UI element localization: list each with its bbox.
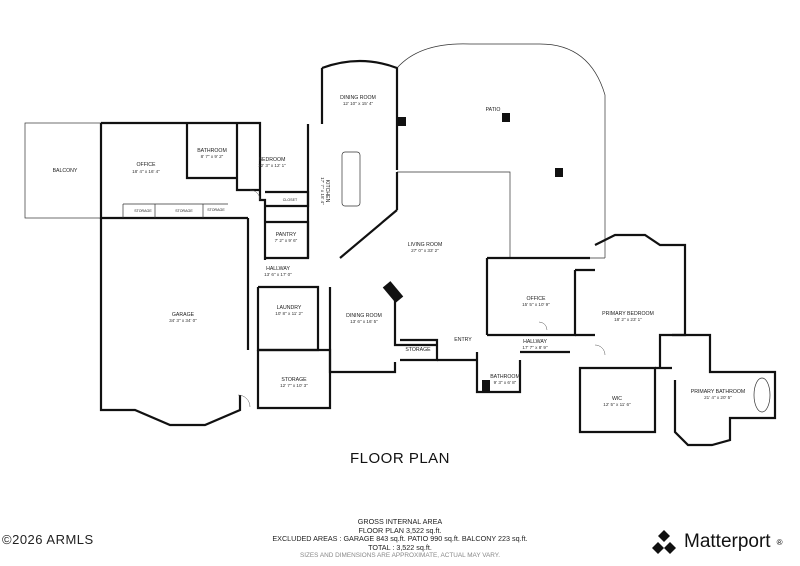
door-arc-3: [538, 321, 548, 331]
wall-entry: [437, 350, 570, 394]
wall-living: [395, 172, 590, 335]
wall-dining2: [328, 287, 437, 374]
room-label-storage-right: STORAGE: [207, 208, 225, 212]
area-total: TOTAL : 3,522 sq.ft.: [368, 542, 432, 552]
area-floor-plan: FLOOR PLAN 3,522 sq.ft.: [358, 525, 442, 535]
room-label-bathroom-1: BATHROOM: [197, 148, 227, 154]
room-label-hallway-2: HALLWAY: [523, 339, 547, 345]
column: [555, 168, 563, 177]
brand: Matterport ®: [650, 528, 783, 556]
room-label-storage-3: STORAGE: [405, 347, 431, 353]
wall-storage-small: [400, 338, 439, 362]
room-label-storage-strip: STORAGE: [175, 209, 193, 213]
room-dims-hallway-1: 13' 6" x 17' 0": [264, 272, 292, 277]
room-label-storage-left: STORAGE: [134, 209, 152, 213]
room-label-garage: GARAGE: [172, 312, 195, 318]
room-dims-pantry: 7' 2" x 9' 6": [275, 238, 298, 243]
wall-storage: [256, 348, 332, 410]
room-label-patio: PATIO: [486, 107, 501, 113]
room-dims-living: 27' 0" x 33' 2": [411, 248, 439, 253]
room-dims-garage: 34' 3" x 34' 0": [169, 318, 197, 323]
room-dims-kitchen: 17' 7" x 18' 4": [320, 177, 325, 205]
room-label-wic: WIC: [612, 396, 622, 402]
area-summary: GROSS INTERNAL AREA FLOOR PLAN 3,522 sq.…: [200, 517, 600, 561]
door-arc-4: [594, 344, 606, 356]
area-heading: GROSS INTERNAL AREA: [357, 517, 443, 526]
room-label-entry: ENTRY: [454, 337, 472, 343]
wall-storage-strip: [122, 203, 228, 218]
wall-primary-bath: [655, 333, 777, 447]
room-dims-dining-2: 13' 6" x 16' 5": [350, 319, 378, 324]
room-dims-primary-bathroom: 21' 4" x 20' 5": [704, 395, 732, 400]
room-label-pantry: PANTRY: [276, 232, 297, 238]
area-excluded: EXCLUDED AREAS : GARAGE 843 sq.ft. PATIO…: [272, 534, 528, 544]
wall-office-block: [99, 121, 267, 260]
room-label-dining-1: DINING ROOM: [340, 95, 376, 101]
column: [502, 113, 510, 122]
room-label-dining-2: DINING ROOM: [346, 313, 382, 319]
bathtub: [753, 377, 771, 413]
room-dims-office-1: 18' 4" x 16' 4": [132, 169, 160, 174]
room-label-kitchen: KITCHEN: [324, 180, 330, 203]
room-label-closet: CLOSET: [283, 198, 298, 202]
room-dims-bathroom-2: 9' 3" x 6' 8": [494, 380, 517, 385]
room-label-living: LIVING ROOM: [408, 242, 443, 248]
brand-mark: ®: [776, 537, 783, 547]
room-label-primary-bedroom: PRIMARY BEDROOM: [602, 311, 654, 317]
copyright-text: 2026 ARMLS: [12, 532, 94, 547]
room-label-bathroom-2: BATHROOM: [490, 374, 520, 380]
wall-garage: [99, 218, 250, 427]
area-note: SIZES AND DIMENSIONS ARE APPROXIMATE, AC…: [299, 552, 501, 560]
room-dims-bedroom: 12' 3" x 12' 1": [258, 163, 286, 168]
kitchen-island: [341, 151, 361, 207]
room-dims-primary-bedroom: 18' 2" x 23' 1": [614, 317, 642, 322]
room-label-office-1: OFFICE: [136, 162, 156, 168]
room-label-primary-bathroom: PRIMARY BATHROOM: [691, 389, 745, 395]
patio-outline: [396, 43, 606, 259]
wall-primary-bedroom: [575, 233, 687, 368]
door-arc-1: [237, 394, 251, 408]
room-label-bedroom: BEDROOM: [259, 157, 286, 163]
wall-kitchen: [306, 59, 399, 258]
door-arc-2: [249, 189, 261, 201]
column: [397, 117, 406, 126]
wall-wic: [578, 366, 657, 434]
room-dims-storage-2: 12' 7" x 10' 3": [280, 383, 308, 388]
column: [482, 380, 490, 392]
brand-name: Matterport: [684, 531, 771, 552]
wall-kitchen-right: [339, 124, 399, 259]
room-dims-wic: 12' 5" x 11' 6": [603, 402, 631, 407]
room-label-balcony: BALCONY: [53, 168, 78, 174]
wall-laundry: [256, 285, 320, 352]
room-dims-office-2: 15' 5" x 10' 9": [522, 302, 550, 307]
plan-title: FLOOR PLAN: [349, 450, 451, 467]
room-label-hallway-1: HALLWAY: [266, 266, 290, 272]
matterport-logo-icon: [652, 530, 676, 554]
room-dims-hallway-2: 17' 7" x 8' 9": [522, 345, 548, 350]
room-label-office-2: OFFICE: [526, 296, 546, 302]
room-label-laundry: LAUNDRY: [277, 305, 302, 311]
copyright-symbol: ©: [2, 532, 13, 547]
room-dims-bathroom-1: 8' 7" x 9' 2": [201, 154, 224, 159]
column: [382, 281, 404, 303]
copyright-watermark: ©2026 ARMLS: [2, 532, 94, 547]
patio-edge: [397, 171, 511, 258]
room-dims-dining-1: 12' 10" x 15' 4": [343, 101, 374, 106]
wall-office-bath: [185, 123, 260, 192]
room-label-storage-2: STORAGE: [281, 377, 307, 383]
room-dims-laundry: 10' 8" x 11' 2": [275, 311, 303, 316]
